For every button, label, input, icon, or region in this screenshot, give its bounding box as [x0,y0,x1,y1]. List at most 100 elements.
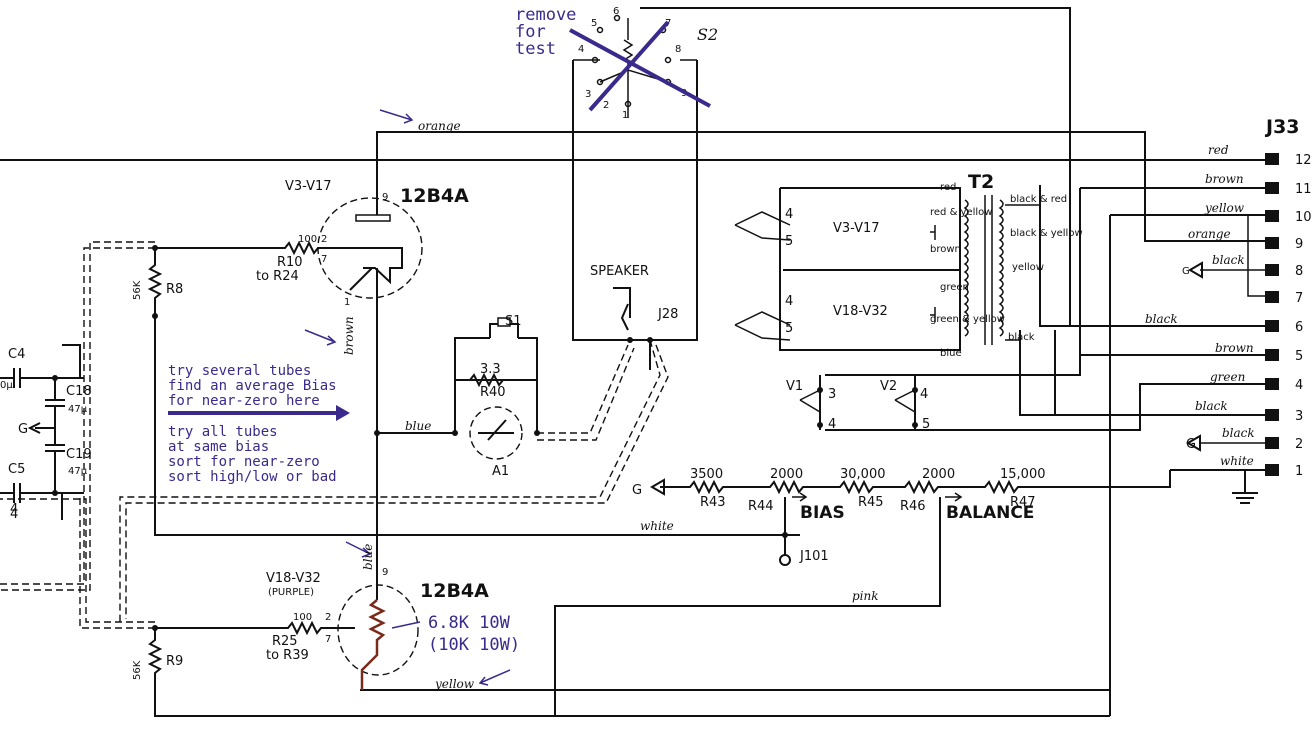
svg-text:blue: blue [940,348,962,359]
pointer-brown [304,329,337,346]
note-load-2: (10K 10W) [428,635,520,655]
pointer-orange [379,109,414,124]
svg-text:11: 11 [1295,182,1312,197]
s2-pin-6: 6 [613,6,619,17]
svg-text:R25: R25 [272,634,298,649]
svg-text:SPEAKER: SPEAKER [590,264,649,279]
svg-text:47μ: 47μ [68,404,88,415]
wire-cathode-blue [376,320,455,560]
wire-black-6 [1039,185,1265,327]
svg-text:R10: R10 [277,255,303,270]
wire-label-yellow: yellow [434,677,475,691]
bias-label: BIAS [800,503,845,523]
svg-text:yellow: yellow [1204,201,1245,215]
wire-label-blue-h: blue [405,419,431,433]
pointer-blue [345,541,372,558]
v1-v2-block: V1 3 4 V2 4 5 [786,375,930,432]
note-try2-line4: sort high/low or bad [168,469,337,485]
svg-text:green & yellow: green & yellow [930,314,1005,325]
wire-orange [376,131,1265,242]
tube-upper-name: V3-V17 [285,179,332,194]
tube-lower-pin7: 7 [325,634,331,645]
bias-network: G 3500 R43 2000 R44 BIAS 30,000 R45 2000… [554,467,1046,716]
svg-text:56K: 56K [132,280,143,300]
s2-pin-4: 4 [578,44,584,55]
s2-pin-8: 8 [675,44,681,55]
j33-pin-7: 7 [1265,291,1303,306]
svg-text:white: white [1220,454,1254,468]
svg-text:5: 5 [785,321,793,336]
balance-label: BALANCE [946,503,1034,523]
svg-text:5: 5 [922,417,930,432]
svg-text:black: black [1195,399,1228,413]
resistor-r9: 56K R9 [132,625,1110,717]
wire-brown-11b [825,188,1081,376]
svg-text:47μ: 47μ [68,466,88,477]
shield-cable-upper [0,241,155,591]
tube-upper-pin7: 7 [321,254,327,265]
tube-lower-sub: (PURPLE) [268,587,314,598]
wire-top-s2 [640,7,1071,325]
svg-text:10: 10 [1295,210,1312,225]
j101-label: J101 [799,549,829,564]
tube-upper-pin9: 9 [382,192,388,203]
j33-pin-10: 10 yellow [1204,201,1312,225]
svg-text:orange: orange [1188,227,1231,241]
svg-text:R44: R44 [748,499,774,514]
svg-text:7: 7 [1295,291,1303,306]
v1-label: V1 [786,379,803,394]
svg-text:R46: R46 [900,499,926,514]
svg-text:to R24: to R24 [256,269,299,284]
resistor-r10: 100 R10 to R24 [155,234,330,284]
svg-text:3: 3 [828,387,836,402]
svg-text:5: 5 [785,234,793,249]
svg-text:5: 5 [1295,349,1303,364]
transformer-t2: 4 5 V3-V17 4 5 V18-V32 T2 red red & yell… [734,171,1083,359]
svg-text:30,000: 30,000 [840,467,886,482]
svg-text:3500: 3500 [690,467,723,482]
wire-label-brown: brown [342,316,356,355]
svg-text:4: 4 [10,502,18,517]
a1-label: A1 [492,464,509,479]
note-test: test [515,39,556,59]
s2-cross-mark [569,20,711,112]
wire-10-7 [1247,214,1265,297]
svg-text:black: black [1222,426,1255,440]
resistor-r8: 56K R8 [132,245,800,536]
svg-text:15,000: 15,000 [1000,467,1046,482]
svg-text:4: 4 [828,417,836,432]
wire-white-1 [1030,469,1265,488]
svg-text:red & yellow: red & yellow [930,207,992,218]
svg-text:4: 4 [785,294,793,309]
svg-text:green: green [940,282,969,293]
resistor-r25: 100 R25 to R39 [155,612,335,663]
svg-text:2000: 2000 [922,467,955,482]
svg-text:C19: C19 [66,447,92,462]
svg-text:R9: R9 [166,654,183,669]
s2-pin-5: 5 [591,18,597,29]
j33-pin-3: 3 black [1195,399,1303,424]
wire-green-4 [825,383,1265,431]
svg-text:black: black [1008,332,1035,343]
svg-text:R45: R45 [858,495,884,510]
t2-label: T2 [968,171,994,193]
svg-text:brown: brown [1205,172,1244,186]
svg-text:red: red [940,182,956,193]
s2-label: S2 [697,25,718,44]
tube-lower-pin9: 9 [382,567,388,578]
tube-lower: V18-V32 (PURPLE) 12B4A 9 2 7 6.8K 10W (1… [266,560,520,690]
note-remove: remove [515,5,576,25]
tube-upper-pin2: 2 [321,234,327,245]
tube-upper-pin1: 1 [344,297,350,308]
note-try1-line2: find an average Bias [168,378,337,394]
s2-pin-1: 1 [622,110,628,121]
svg-text:3: 3 [1295,409,1303,424]
